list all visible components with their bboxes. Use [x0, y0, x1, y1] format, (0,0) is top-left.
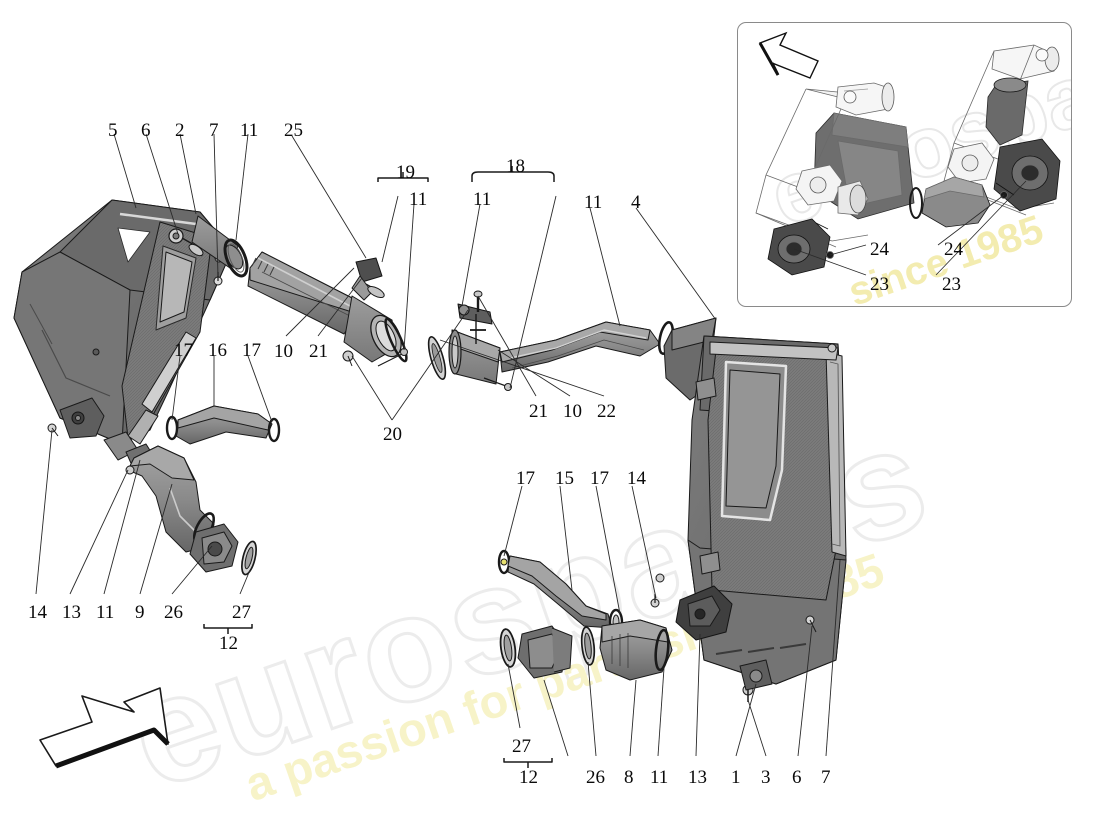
callout-5: 5 — [108, 120, 118, 141]
left-lower-duct — [125, 405, 281, 576]
callout-26-left: 26 — [164, 602, 183, 623]
upper-left-duct — [247, 251, 357, 335]
callout-1: 1 — [731, 767, 741, 788]
left-intercooler-assembly — [13, 199, 244, 471]
inset-left-assembly — [755, 82, 915, 276]
callout-27-right: 27 — [512, 736, 531, 757]
inset-artwork — [755, 31, 1061, 276]
callout-11-upper: 11 — [240, 120, 259, 141]
bracket-label-19: 19 — [396, 162, 415, 183]
parts-diagram-canvas: eurospares a passion for parts since 198… — [13, 22, 1072, 823]
callout-7: 7 — [209, 120, 219, 141]
inset-leader-lines — [793, 180, 1027, 276]
callout-22: 22 — [597, 401, 616, 422]
callout-10-left: 10 — [274, 341, 293, 362]
callout-8: 8 — [624, 767, 634, 788]
callout-25: 25 — [284, 120, 303, 141]
callout-14-bottom: 14 — [28, 602, 47, 623]
throttle-flange-mid — [427, 290, 512, 391]
right-intercooler-assembly — [655, 317, 847, 702]
inset-callout-24-left: 24 — [870, 239, 889, 260]
inset-callout-23-left: 23 — [870, 274, 889, 295]
callout-7-right: 7 — [821, 767, 831, 788]
detail-inset-panel: eurospares since 1985 — [737, 22, 1072, 307]
callout-2: 2 — [175, 120, 185, 141]
callout-11-group18: 11 — [473, 189, 492, 210]
seal-ring-11-upper — [223, 238, 249, 278]
callout-13-bottom-right: 13 — [688, 767, 707, 788]
callout-21-mid: 21 — [529, 401, 548, 422]
callout-17-right-a: 17 — [516, 468, 535, 489]
top-center-duct — [499, 320, 675, 373]
callout-9: 9 — [135, 602, 145, 623]
callout-3: 3 — [761, 767, 771, 788]
bottom-right-duct-group — [499, 619, 673, 681]
callout-17-right-b: 17 — [590, 468, 609, 489]
callout-17-left-a: 17 — [174, 340, 193, 361]
callout-11-bottom-left: 11 — [96, 602, 115, 623]
throttle-flange-left — [342, 257, 408, 367]
callout-16: 16 — [208, 340, 227, 361]
inset-callout-24-right: 24 — [944, 239, 963, 260]
right-mid-duct — [497, 549, 660, 636]
callout-4: 4 — [631, 192, 641, 213]
callout-21-left: 21 — [309, 341, 328, 362]
callout-6-right: 6 — [792, 767, 802, 788]
callout-26-right: 26 — [586, 767, 605, 788]
callout-17-left-b: 17 — [242, 340, 261, 361]
brackets — [203, 166, 555, 768]
bracket-label-12-left: 12 — [219, 633, 238, 654]
main-direction-arrow — [39, 687, 170, 769]
callout-10-mid: 10 — [563, 401, 582, 422]
diagram-artwork — [13, 133, 847, 769]
bracket-label-20: 20 — [383, 424, 402, 445]
callout-13-bottom-left: 13 — [62, 602, 81, 623]
inset-direction-arrow — [758, 31, 819, 79]
inset-right-assembly — [909, 44, 1061, 228]
callout-15: 15 — [555, 468, 574, 489]
inset-callout-23-right: 23 — [942, 274, 961, 295]
leader-lines — [35, 133, 841, 757]
callout-6: 6 — [141, 120, 151, 141]
callout-27-left: 27 — [232, 602, 251, 623]
callout-11-bottom-right: 11 — [650, 767, 669, 788]
bracket-label-12-right: 12 — [519, 767, 538, 788]
bracket-label-18: 18 — [506, 156, 525, 177]
callout-14-right: 14 — [627, 468, 646, 489]
callout-11-group19: 11 — [409, 189, 428, 210]
callout-11-topduct: 11 — [584, 192, 603, 213]
